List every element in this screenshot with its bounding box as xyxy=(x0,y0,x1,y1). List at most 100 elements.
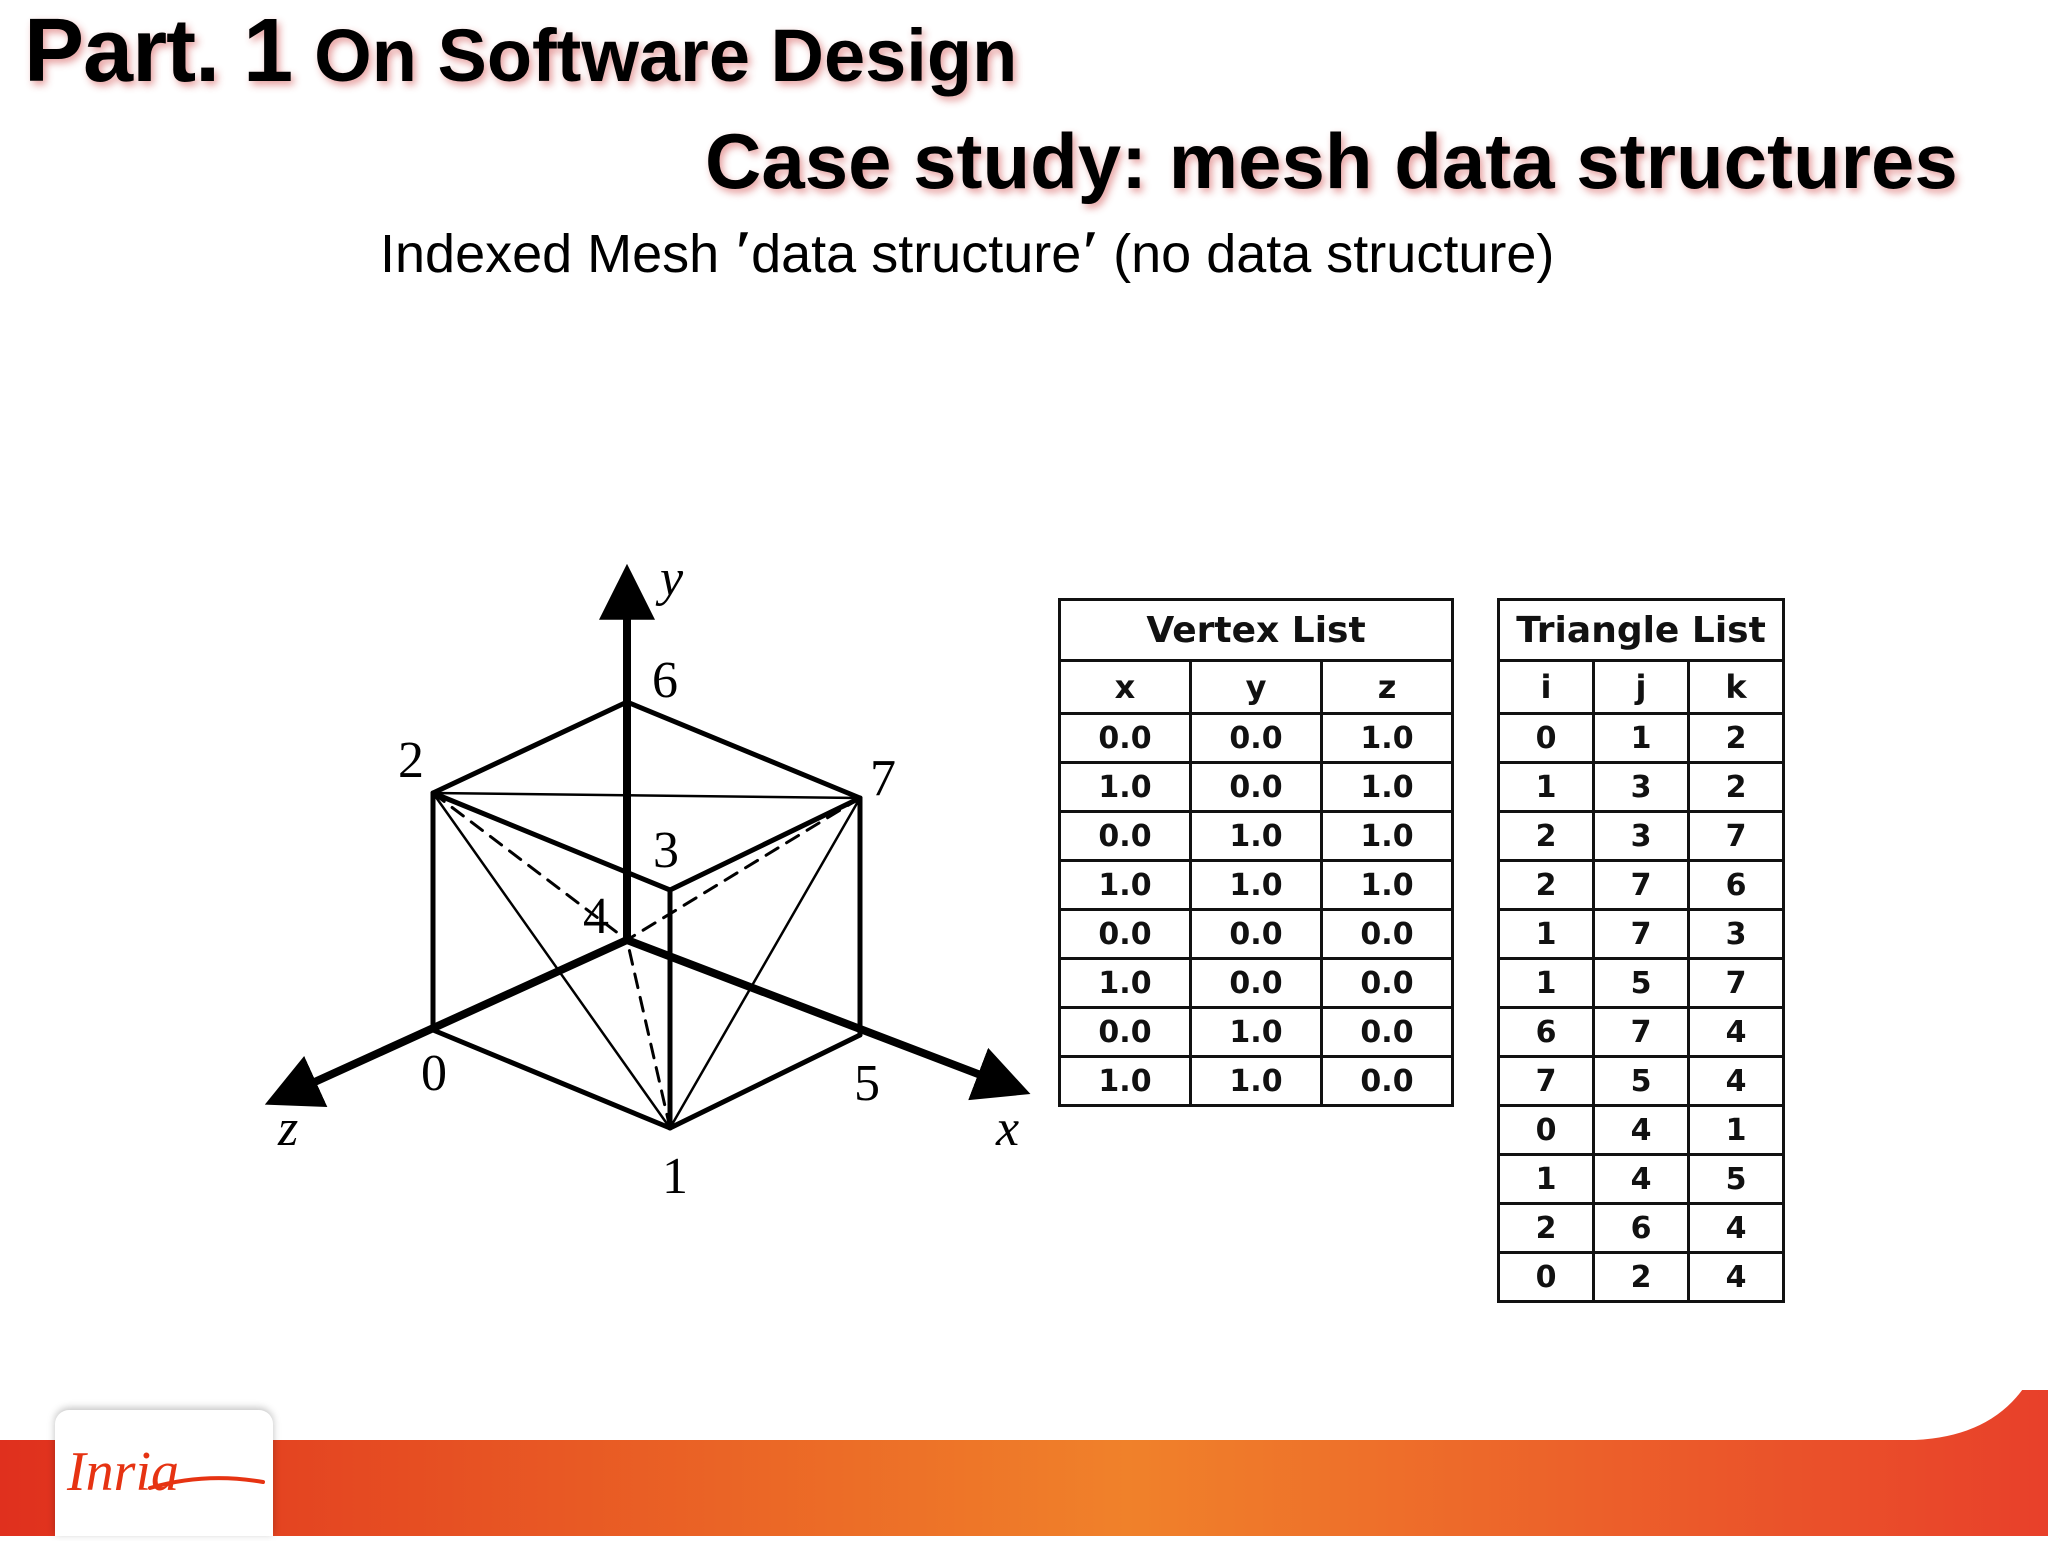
vertex-cell: 0.0 xyxy=(1058,1006,1192,1058)
triangle-col-k: k xyxy=(1687,659,1785,715)
footer-band xyxy=(0,1390,2048,1536)
triangle-col-i: i xyxy=(1497,659,1595,715)
triangle-cell: 3 xyxy=(1592,761,1690,813)
triangle-cell: 7 xyxy=(1687,957,1785,1009)
axis-z xyxy=(264,936,631,1107)
vertex-cell: 1.0 xyxy=(1058,859,1192,911)
cube-diagram: 6 2 7 3 4 0 5 1 y x z xyxy=(264,550,1031,1205)
triangle-cell: 1 xyxy=(1497,1153,1595,1205)
vertex-cell: 1.0 xyxy=(1320,712,1454,764)
close-quote-mark: ′ xyxy=(1081,219,1099,285)
slide-subtitle: Case study: mesh data structures xyxy=(705,117,1958,205)
vertex-cell: 0.0 xyxy=(1058,712,1192,764)
triangle-cell: 0 xyxy=(1497,712,1595,764)
vertex-label-4: 4 xyxy=(583,888,609,945)
vertex-cell: 1.0 xyxy=(1058,957,1192,1009)
triangle-cell: 1 xyxy=(1497,908,1595,960)
vertex-cell: 1.0 xyxy=(1189,859,1323,911)
caption-quoted: data structure xyxy=(751,224,1082,284)
vertex-label-2: 2 xyxy=(398,732,424,789)
axis-label-y: y xyxy=(655,550,684,607)
vertex-cell: 0.0 xyxy=(1320,908,1454,960)
triangle-cell: 7 xyxy=(1687,810,1785,862)
vertex-list-title: Vertex List xyxy=(1058,598,1454,662)
triangle-cell: 2 xyxy=(1687,761,1785,813)
cube-edges xyxy=(430,699,863,1131)
triangle-cell: 6 xyxy=(1497,1006,1595,1058)
triangle-cell: 7 xyxy=(1497,1055,1595,1107)
inria-logo-swash xyxy=(148,1476,265,1490)
triangle-cell: 3 xyxy=(1687,908,1785,960)
triangle-cell: 2 xyxy=(1592,1251,1690,1303)
vertex-cell: 1.0 xyxy=(1320,761,1454,813)
triangle-cell: 4 xyxy=(1592,1153,1690,1205)
vertex-cell: 0.0 xyxy=(1320,1006,1454,1058)
axis-label-z: z xyxy=(277,1100,298,1157)
vertex-label-3: 3 xyxy=(653,822,679,879)
vertex-cell: 0.0 xyxy=(1189,957,1323,1009)
inria-logo-mark: Inria xyxy=(66,1441,265,1503)
inria-logo: Inria xyxy=(55,1410,273,1536)
triangle-cell: 2 xyxy=(1497,810,1595,862)
triangle-cell: 0 xyxy=(1497,1104,1595,1156)
vertex-label-0: 0 xyxy=(421,1045,447,1102)
triangle-cell: 4 xyxy=(1687,1055,1785,1107)
vertex-label-5: 5 xyxy=(854,1055,880,1112)
vertex-cell: 0.0 xyxy=(1189,712,1323,764)
triangle-cell: 0 xyxy=(1497,1251,1595,1303)
triangle-cell: 2 xyxy=(1497,1202,1595,1254)
vertex-cell: 0.0 xyxy=(1189,761,1323,813)
triangle-cell: 7 xyxy=(1592,908,1690,960)
part-label: Part. 1 xyxy=(24,1,293,101)
vertex-cell: 1.0 xyxy=(1058,1055,1192,1107)
axis-x xyxy=(623,936,1031,1101)
vertex-cell: 1.0 xyxy=(1189,810,1323,862)
triangle-cell: 5 xyxy=(1592,1055,1690,1107)
triangle-diagonals xyxy=(431,791,862,1130)
triangle-cell: 5 xyxy=(1687,1153,1785,1205)
vertex-label-7: 7 xyxy=(870,750,896,807)
triangle-cell: 6 xyxy=(1687,859,1785,911)
vertex-cell: 1.0 xyxy=(1320,810,1454,862)
triangle-cell: 4 xyxy=(1687,1006,1785,1058)
triangle-col-j: j xyxy=(1592,659,1690,715)
triangle-cell: 2 xyxy=(1497,859,1595,911)
triangle-cell: 4 xyxy=(1592,1104,1690,1156)
axis-label-x: x xyxy=(995,1100,1019,1157)
triangle-cell: 2 xyxy=(1687,712,1785,764)
vertex-col-z: z xyxy=(1320,659,1454,715)
triangle-cell: 6 xyxy=(1592,1202,1690,1254)
triangle-cell: 1 xyxy=(1497,957,1595,1009)
vertex-cell: 0.0 xyxy=(1058,810,1192,862)
vertex-cell: 1.0 xyxy=(1189,1006,1323,1058)
triangle-cell: 3 xyxy=(1592,810,1690,862)
caption-right: (no data structure) xyxy=(1098,224,1555,284)
hidden-edges xyxy=(431,791,862,1130)
vertex-cell: 0.0 xyxy=(1058,908,1192,960)
triangle-cell: 1 xyxy=(1592,712,1690,764)
vertex-cell: 0.0 xyxy=(1320,957,1454,1009)
triangle-list-title: Triangle List xyxy=(1497,598,1785,662)
inria-logo-text: Inria xyxy=(66,1441,179,1503)
vertex-cell: 1.0 xyxy=(1320,859,1454,911)
triangle-cell: 4 xyxy=(1687,1251,1785,1303)
